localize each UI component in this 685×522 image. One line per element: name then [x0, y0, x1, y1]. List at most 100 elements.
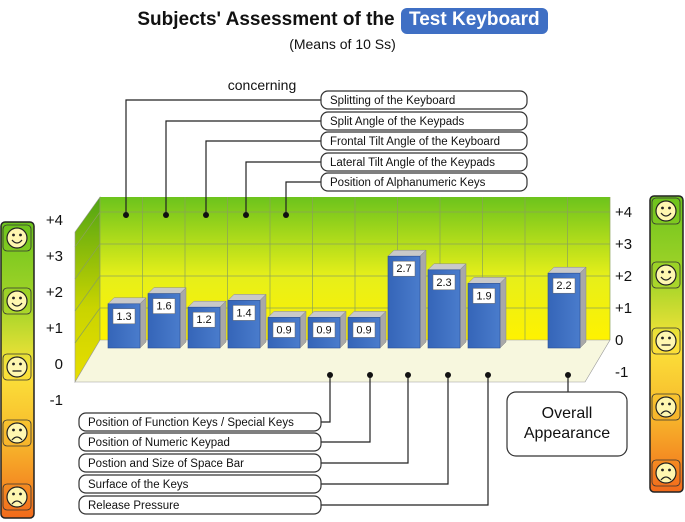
face-frame	[651, 261, 681, 289]
leader-line	[321, 375, 409, 464]
callout-label: Frontal Tilt Angle of the Keyboard	[330, 136, 500, 148]
callout-label: Position of Alphanumeric Keys	[330, 177, 486, 189]
face-eye	[19, 296, 22, 300]
y-tick-label-right: +2	[615, 268, 632, 285]
face-frame	[2, 287, 32, 315]
face-circle	[655, 462, 677, 484]
face-mouth	[11, 436, 23, 441]
callout-box	[320, 152, 528, 172]
callout-label: Position of Numeric Keypad	[88, 437, 230, 449]
bar-11: 2.2	[547, 266, 587, 349]
callout-label: Split Angle of the Keypads	[330, 116, 465, 128]
bar-top-face	[347, 311, 387, 318]
leader-dot	[485, 372, 491, 378]
sad-face-icon	[651, 393, 681, 421]
face-circle	[655, 396, 677, 418]
leader-line	[205, 140, 321, 215]
leader-dot	[445, 372, 451, 378]
face-mouth	[11, 302, 23, 307]
gridline-side	[74, 275, 101, 312]
bar-side-face	[459, 263, 467, 349]
gridline-side	[74, 307, 101, 344]
bar-side-face	[419, 249, 427, 349]
y-tick-label-left: +4	[46, 212, 63, 229]
chart-title: Subjects' Assessment of the Test Keyboar…	[0, 8, 685, 34]
value-label: 0.9	[356, 324, 371, 336]
y-tick-label-right: +4	[615, 204, 632, 221]
leader-line	[245, 161, 321, 215]
face-circle	[6, 290, 28, 312]
callout-box	[78, 412, 322, 432]
face-mouth	[660, 276, 672, 281]
face-eye	[19, 233, 22, 237]
sad-face-icon	[651, 459, 681, 487]
bar-6: 0.9	[307, 310, 347, 349]
callout-box	[320, 131, 528, 151]
leader-line	[125, 99, 321, 215]
bar-top-face	[467, 277, 507, 284]
value-label-box	[232, 305, 256, 321]
bar-top-face	[547, 266, 587, 274]
value-label-box	[392, 260, 416, 277]
face-eye	[12, 428, 15, 432]
bar-8: 2.7	[387, 249, 427, 349]
face-eye	[668, 468, 671, 472]
face-circle	[655, 264, 677, 286]
value-label: 1.9	[476, 290, 491, 302]
face-eye	[12, 362, 15, 366]
happy-face-icon	[651, 261, 681, 289]
callout-box	[78, 474, 322, 494]
leader-dot	[243, 212, 249, 218]
face-mouth	[11, 239, 23, 244]
happy-face-icon	[2, 224, 32, 252]
value-label-box	[472, 288, 496, 304]
overall-label-line1: Overall	[542, 405, 593, 422]
callout-label: Lateral Tilt Angle of the Keypads	[330, 157, 495, 169]
face-eye	[668, 336, 671, 340]
face-mouth	[660, 212, 672, 217]
face-eye	[19, 428, 22, 432]
value-label-box	[272, 322, 296, 338]
bar-10: 1.9	[467, 276, 507, 349]
bar-side-face	[299, 310, 307, 349]
face-eye	[661, 402, 664, 406]
face-circle	[6, 486, 28, 508]
bar-1: 1.3	[107, 297, 147, 349]
face-eye	[668, 402, 671, 406]
y-tick-label-left: +3	[46, 248, 63, 265]
gridline-side	[74, 243, 101, 280]
chart-subtitle: (Means of 10 Ss)	[289, 36, 396, 52]
callout-label: Splitting of the Keyboard	[330, 95, 455, 107]
value-label: 1.4	[236, 307, 251, 319]
y-tick-label-left: -1	[50, 392, 63, 409]
value-label-box	[312, 322, 336, 338]
value-label: 1.6	[156, 301, 171, 313]
value-label: 1.3	[116, 311, 131, 323]
value-label: 0.9	[316, 324, 331, 336]
bar-side-face	[139, 297, 147, 349]
y-tick-label-right: 0	[615, 332, 623, 349]
bar-side-face	[219, 300, 227, 349]
value-label-box	[112, 308, 136, 325]
leader-dot	[327, 372, 333, 378]
face-mouth	[660, 410, 672, 415]
callout-box	[78, 495, 322, 515]
bar-side-face	[499, 276, 507, 349]
bar-5: 0.9	[267, 310, 307, 349]
face-eye	[12, 233, 15, 237]
sad-face-icon	[2, 483, 32, 511]
face-eye	[12, 296, 15, 300]
face-frame	[651, 197, 681, 225]
leader-dot	[203, 212, 209, 218]
value-label-box	[432, 274, 456, 291]
leader-dot	[283, 212, 289, 218]
face-circle	[655, 330, 677, 352]
bar-4: 1.4	[227, 293, 267, 349]
face-eye	[668, 270, 671, 274]
leader-line	[285, 181, 321, 215]
leader-line	[321, 375, 449, 485]
face-frame	[651, 393, 681, 421]
bar-top-face	[307, 311, 347, 318]
face-eye	[19, 362, 22, 366]
